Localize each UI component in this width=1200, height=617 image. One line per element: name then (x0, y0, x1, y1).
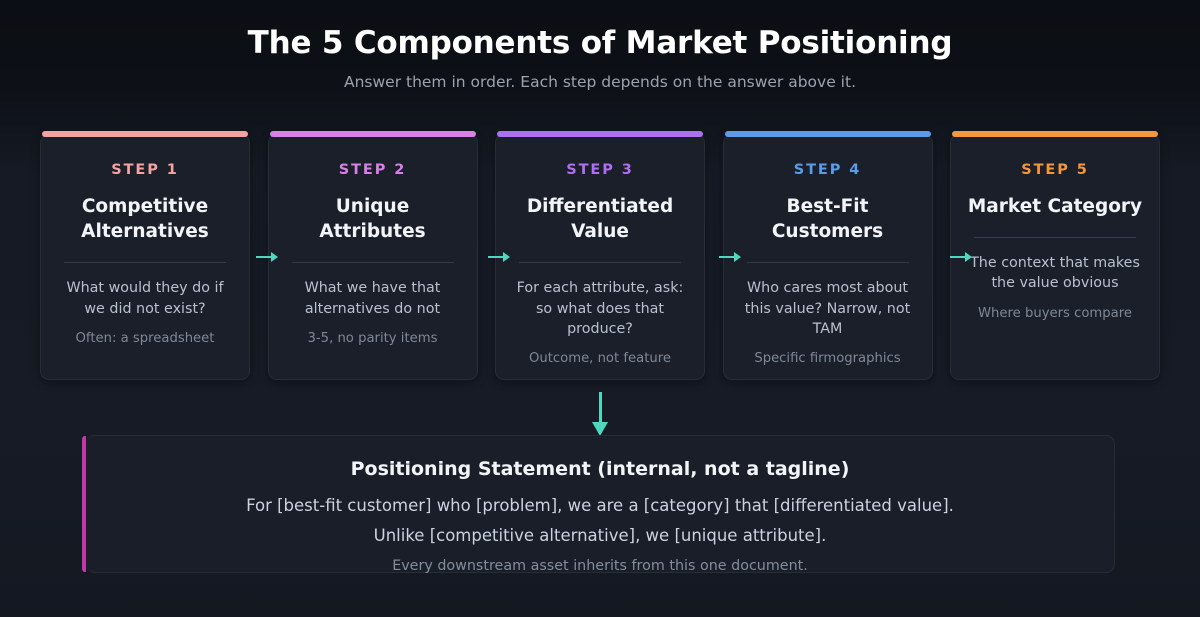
step-divider (746, 262, 909, 264)
arrow-right-icon-1 (256, 251, 278, 263)
step-title: Competitive Alternatives (81, 196, 209, 243)
panel-title: Positioning Statement (internal, not a t… (350, 458, 850, 480)
arrow-shaft (719, 255, 734, 259)
panel-line-1: For [best-fit customer] who [problem], w… (246, 496, 954, 515)
step-note: Often: a spreadsheet (75, 330, 215, 346)
step-divider (519, 262, 681, 264)
arrow-head (592, 422, 608, 436)
step-note: Specific firmographics (754, 351, 901, 367)
step-divider (291, 262, 454, 264)
arrow-shaft (950, 255, 965, 259)
page-title: The 5 Components of Market Positioning (247, 25, 953, 61)
step-title: Market Category (967, 196, 1143, 217)
arrow-head (503, 252, 510, 262)
arrow-right-icon-4 (950, 251, 972, 263)
arrow-head (965, 252, 972, 262)
arrow-shaft (599, 392, 602, 424)
step-accent-bar (497, 131, 703, 137)
page-subtitle: Answer them in order. Each step depends … (343, 72, 856, 91)
arrow-shaft (488, 255, 503, 259)
step-description: What would they do if we did not exist? (66, 280, 224, 317)
step-note: Outcome, not feature (529, 351, 671, 367)
step-accent-bar (724, 131, 931, 137)
panel-note: Every downstream asset inherits from thi… (392, 557, 808, 574)
step-label: STEP 3 (566, 162, 634, 178)
step-title: Differentiated Value (526, 196, 674, 243)
panel-accent-bar (82, 436, 86, 572)
arrow-down-icon (592, 392, 608, 438)
step-label: STEP 1 (111, 162, 179, 178)
step-title: Unique Attributes (319, 196, 426, 243)
step-divider (64, 262, 226, 264)
header: The 5 Components of Market Positioning A… (0, 0, 1200, 91)
step-label: STEP 4 (793, 162, 862, 178)
arrow-head (271, 252, 278, 262)
step-description: The context that makes the value obvious (970, 255, 1140, 292)
step-title: Best-Fit Customers (771, 196, 884, 243)
arrow-head (734, 252, 741, 262)
step-description: What we have that alternatives do not (304, 280, 441, 317)
step-description: Who cares most about this value? Narrow,… (744, 280, 911, 337)
panel-line-2: Unlike [competitive alternative], we [un… (373, 526, 827, 546)
step-label: STEP 2 (338, 162, 407, 178)
step-label: STEP 5 (1021, 162, 1089, 178)
step-divider (974, 237, 1136, 239)
step-note: 3-5, no parity items (307, 330, 438, 346)
arrow-shaft (256, 255, 271, 259)
step-accent-bar (269, 131, 476, 137)
step-description: For each attribute, ask: so what does th… (516, 280, 684, 337)
step-note: Where buyers compare (978, 305, 1132, 321)
positioning-statement-panel: Positioning Statement (internal, not a t… (82, 435, 1115, 574)
arrow-right-icon-3 (719, 251, 741, 263)
step-accent-bar (42, 131, 248, 137)
step-accent-bar (952, 131, 1158, 137)
arrow-right-icon-2 (488, 251, 510, 263)
